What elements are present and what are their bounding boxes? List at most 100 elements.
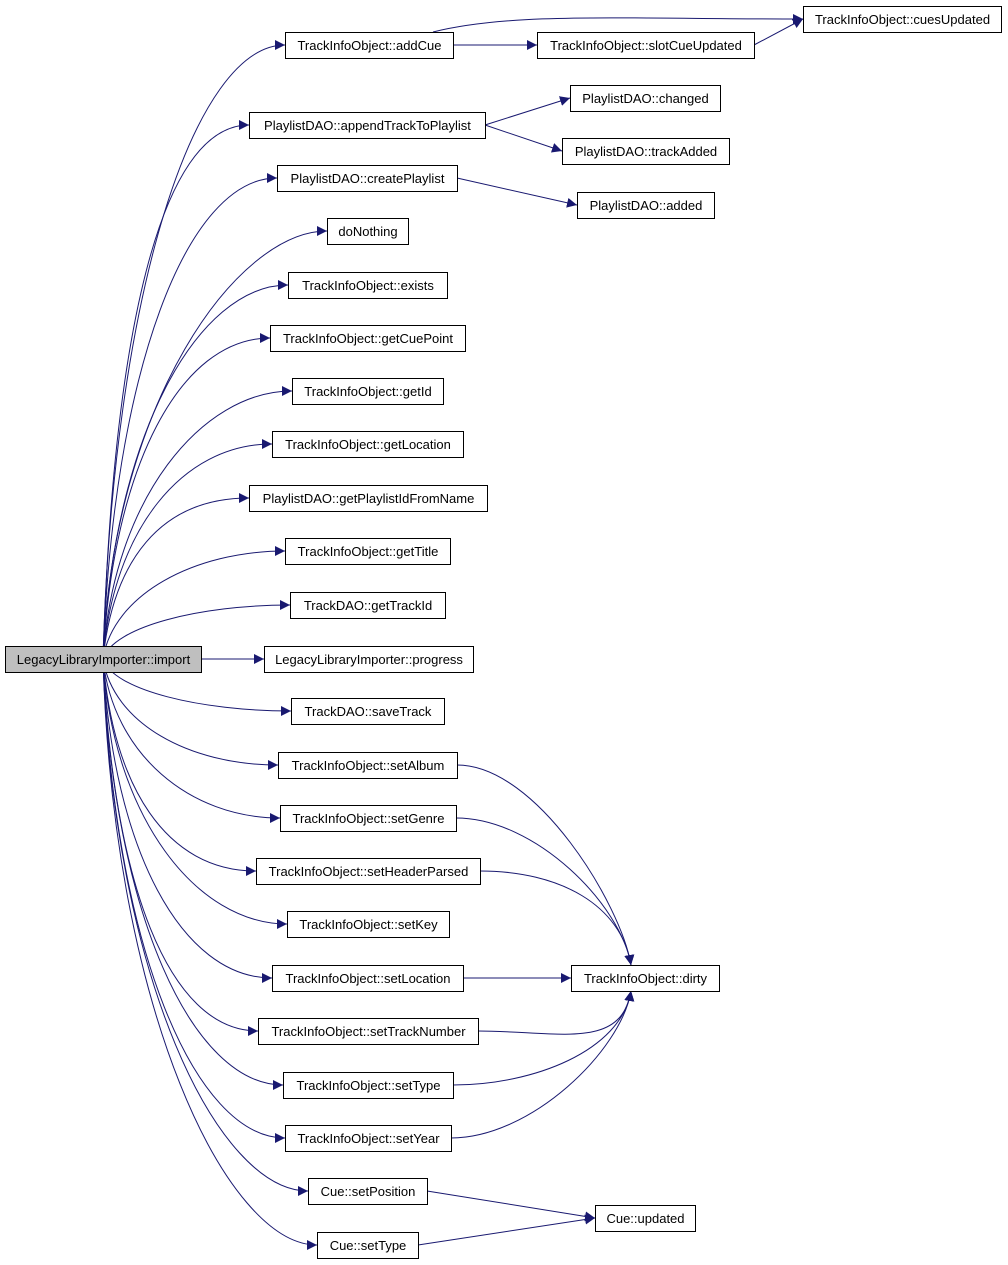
node-cueSetType[interactable]: Cue::setType (317, 1232, 419, 1259)
edge-import-to-setYear (102, 658, 286, 1143)
edge-setTrackNumber-to-dirty (477, 990, 635, 1035)
node-box (291, 698, 445, 725)
node-saveTrack[interactable]: TrackDAO::saveTrack (291, 698, 445, 725)
node-trackAdded[interactable]: PlaylistDAO::trackAdded (562, 138, 730, 165)
node-setLocation[interactable]: TrackInfoObject::setLocation (272, 965, 464, 992)
node-label: TrackInfoObject::setGenre (293, 811, 445, 826)
node-getCuePoint[interactable]: TrackInfoObject::getCuePoint (270, 325, 466, 352)
node-box (292, 378, 444, 405)
edge-import-to-setAlbum (102, 658, 279, 770)
edge-import-to-setGenre (102, 658, 281, 823)
edge-import-to-getLocation (102, 439, 273, 660)
node-cueSetPosition[interactable]: Cue::setPosition (308, 1178, 428, 1205)
node-box (317, 1232, 419, 1259)
node-appendTrackToPlaylist[interactable]: PlaylistDAO::appendTrackToPlaylist (249, 112, 486, 139)
node-label: PlaylistDAO::getPlaylistIdFromName (263, 491, 475, 506)
node-box (280, 805, 457, 832)
node-label: TrackDAO::getTrackId (304, 598, 432, 613)
node-setHeaderParsed[interactable]: TrackInfoObject::setHeaderParsed (256, 858, 481, 885)
node-setGenre[interactable]: TrackInfoObject::setGenre (280, 805, 457, 832)
node-label: PlaylistDAO::added (590, 198, 703, 213)
node-dirty[interactable]: TrackInfoObject::dirty (571, 965, 720, 992)
edge-import-to-appendTrackToPlaylist (102, 120, 250, 660)
node-setYear[interactable]: TrackInfoObject::setYear (285, 1125, 452, 1152)
node-label: TrackInfoObject::getCuePoint (283, 331, 453, 346)
node-setType[interactable]: TrackInfoObject::setType (283, 1072, 454, 1099)
node-label: PlaylistDAO::trackAdded (575, 144, 717, 159)
node-box (272, 431, 464, 458)
node-getTitle[interactable]: TrackInfoObject::getTitle (285, 538, 451, 565)
node-label: LegacyLibraryImporter::import (17, 652, 191, 667)
node-setKey[interactable]: TrackInfoObject::setKey (287, 911, 450, 938)
node-added[interactable]: PlaylistDAO::added (577, 192, 715, 219)
node-changed[interactable]: PlaylistDAO::changed (570, 85, 721, 112)
node-box (283, 1072, 454, 1099)
edge-import-to-setLocation (102, 658, 273, 983)
node-box (285, 1125, 452, 1152)
edge-import-to-createPlaylist (102, 173, 278, 660)
node-progress[interactable]: LegacyLibraryImporter::progress (264, 646, 474, 673)
node-exists[interactable]: TrackInfoObject::exists (288, 272, 448, 299)
node-box (803, 6, 1002, 33)
edge-import-to-exists (102, 280, 289, 660)
edge-setYear-to-dirty (450, 990, 635, 1139)
node-box (270, 325, 466, 352)
node-setAlbum[interactable]: TrackInfoObject::setAlbum (278, 752, 458, 779)
node-box (308, 1178, 428, 1205)
node-box (249, 112, 486, 139)
edge-addCue-to-cuesUpdated (432, 13, 804, 33)
node-box (258, 1018, 479, 1045)
node-getPlaylistIdFromName[interactable]: PlaylistDAO::getPlaylistIdFromName (249, 485, 488, 512)
node-getLocation[interactable]: TrackInfoObject::getLocation (272, 431, 464, 458)
node-box (577, 192, 715, 219)
node-setTrackNumber[interactable]: TrackInfoObject::setTrackNumber (258, 1018, 479, 1045)
node-box (256, 858, 481, 885)
node-label: TrackInfoObject::setHeaderParsed (269, 864, 469, 879)
node-box (537, 32, 755, 59)
node-box (595, 1205, 696, 1232)
node-box (290, 592, 446, 619)
node-box (327, 218, 409, 245)
node-label: PlaylistDAO::appendTrackToPlaylist (264, 118, 471, 133)
node-label: TrackInfoObject::cuesUpdated (815, 12, 990, 27)
node-box (278, 752, 458, 779)
node-box (249, 485, 488, 512)
node-slotCueUpdated[interactable]: TrackInfoObject::slotCueUpdated (537, 32, 755, 59)
node-cuesUpdated[interactable]: TrackInfoObject::cuesUpdated (803, 6, 1002, 33)
node-label: TrackInfoObject::getId (304, 384, 431, 399)
node-label: Cue::setPosition (321, 1184, 416, 1199)
node-doNothing[interactable]: doNothing (327, 218, 409, 245)
node-addCue[interactable]: TrackInfoObject::addCue (285, 32, 454, 59)
node-box (288, 272, 448, 299)
node-label: TrackInfoObject::addCue (297, 38, 441, 53)
edge-import-to-getCuePoint (102, 333, 271, 660)
node-label: TrackInfoObject::setType (296, 1078, 440, 1093)
node-label: TrackInfoObject::getLocation (285, 437, 451, 452)
node-label: TrackInfoObject::exists (302, 278, 434, 293)
edge-slotCueUpdated-to-cuesUpdated (753, 18, 804, 46)
node-box (285, 32, 454, 59)
node-box (570, 85, 721, 112)
node-label: TrackDAO::saveTrack (305, 704, 432, 719)
node-getId[interactable]: TrackInfoObject::getId (292, 378, 444, 405)
node-getTrackId[interactable]: TrackDAO::getTrackId (290, 592, 446, 619)
node-label: TrackInfoObject::setYear (297, 1131, 440, 1146)
edge-cueSetPosition-to-cueUpdated (426, 1190, 596, 1222)
node-import[interactable]: LegacyLibraryImporter::import (5, 646, 202, 673)
node-cueUpdated[interactable]: Cue::updated (595, 1205, 696, 1232)
node-label: TrackInfoObject::slotCueUpdated (550, 38, 742, 53)
node-box (277, 165, 458, 192)
edge-appendTrackToPlaylist-to-trackAdded (484, 124, 563, 153)
node-label: LegacyLibraryImporter::progress (275, 652, 463, 667)
node-box (287, 911, 450, 938)
node-label: TrackInfoObject::setTrackNumber (271, 1024, 466, 1039)
node-createPlaylist[interactable]: PlaylistDAO::createPlaylist (277, 165, 458, 192)
edge-import-to-getTitle (102, 546, 286, 660)
node-box (272, 965, 464, 992)
edge-import-to-getPlaylistIdFromName (102, 493, 250, 660)
edge-appendTrackToPlaylist-to-changed (484, 96, 571, 126)
edge-import-to-getId (102, 386, 293, 660)
edge-import-to-setKey (102, 658, 288, 929)
node-label: PlaylistDAO::changed (582, 91, 708, 106)
